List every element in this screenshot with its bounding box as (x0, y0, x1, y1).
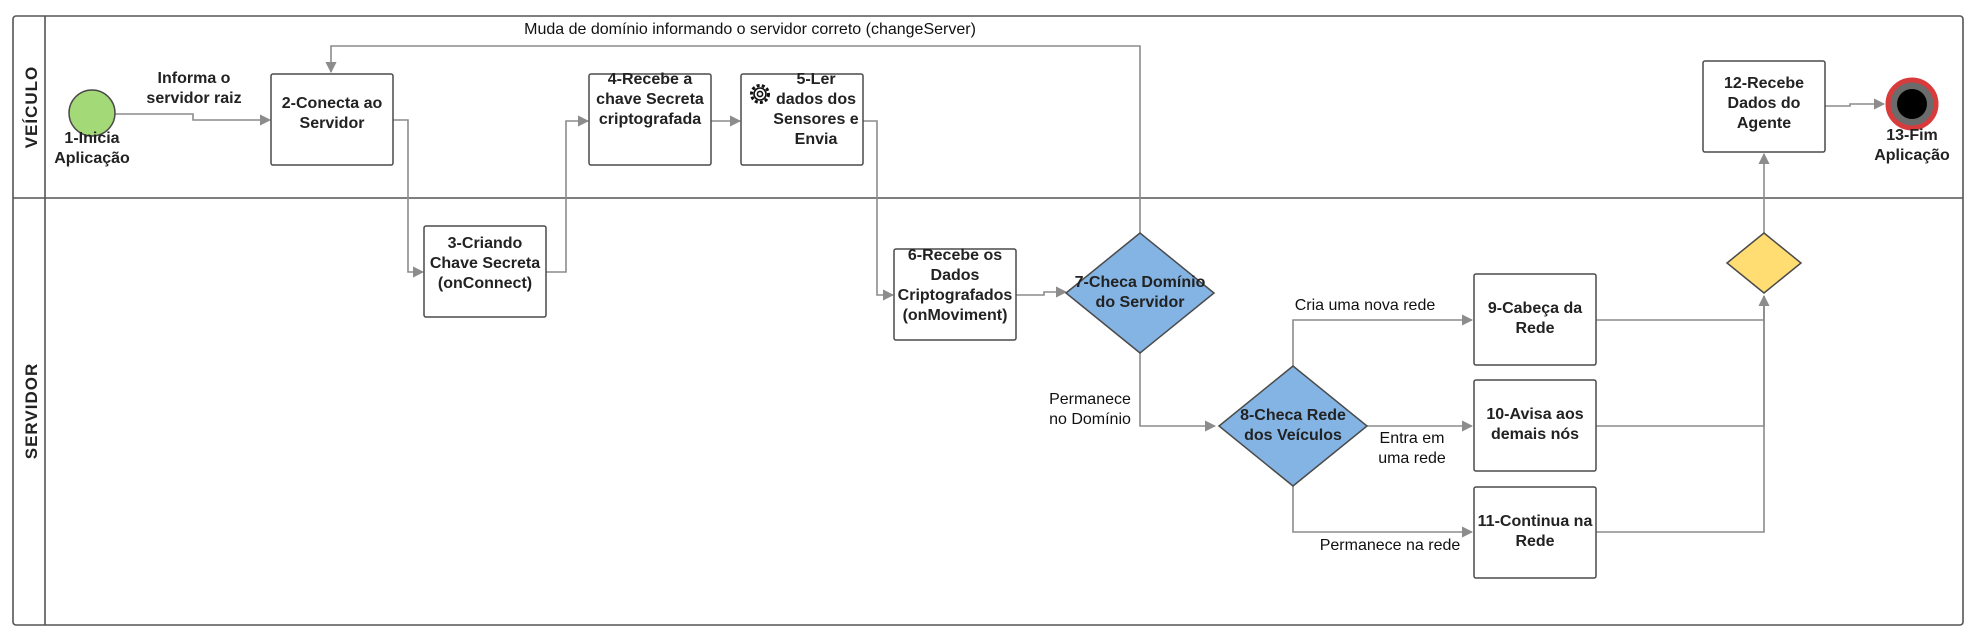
task-3-criando-chave[interactable] (423, 225, 547, 318)
task-11-continua-rede[interactable] (1473, 486, 1597, 579)
flow-5-6 (863, 120, 895, 301)
flow-8-11 (1292, 486, 1474, 538)
flow-9-gateway (1596, 294, 1770, 321)
flow-11-gateway (1596, 296, 1765, 533)
flow-12-13 (1825, 98, 1886, 110)
label-changeserver: Muda de domínio informando o servidor co… (524, 21, 976, 38)
merge-gateway[interactable] (1725, 232, 1803, 294)
flow-2-3 (393, 119, 425, 278)
gear-icon (750, 84, 770, 104)
flow-1-2 (115, 113, 272, 126)
flow-3-4 (546, 115, 590, 273)
flow-7-8 (1139, 353, 1217, 432)
task-6-recebe-dados[interactable] (893, 248, 1017, 341)
lane-label-veiculo: VEÍCULO (22, 66, 41, 149)
flow-8-9 (1292, 314, 1474, 366)
task-5-ler-sensores[interactable] (740, 73, 864, 166)
flow-7-2-changeserver (325, 45, 1141, 233)
flow-6-7 (1016, 286, 1068, 298)
decision-7-checa-dominio[interactable] (1064, 232, 1216, 354)
task-4-recebe-chave[interactable] (588, 73, 712, 166)
decision-8-checa-rede[interactable] (1217, 365, 1369, 487)
start-event[interactable] (68, 89, 116, 137)
flow-10-gateway (1596, 296, 1765, 427)
task-2-conecta-servidor[interactable] (270, 73, 394, 166)
end-event-core (1897, 89, 1927, 119)
task-12-recebe-dados-agente[interactable] (1702, 60, 1826, 153)
lane-label-servidor: SERVIDOR (22, 363, 41, 460)
label-permanece-rede: Permanece na rede (1320, 537, 1461, 554)
task-10-avisa-nos[interactable] (1473, 379, 1597, 472)
task-9-cabeca-rede[interactable] (1473, 273, 1597, 366)
pool-border (12, 15, 1964, 626)
label-cria-rede: Cria uma nova rede (1295, 297, 1436, 314)
